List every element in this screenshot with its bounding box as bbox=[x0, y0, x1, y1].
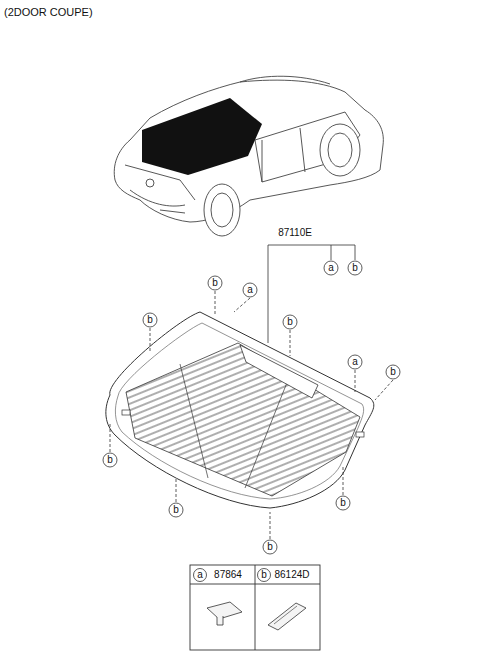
table-letter: b bbox=[261, 570, 267, 580]
table-letter: a bbox=[197, 570, 203, 580]
callout-letter: b bbox=[173, 505, 179, 515]
callout-letter: b bbox=[212, 278, 218, 288]
callout-letter: a bbox=[247, 285, 253, 295]
callout-letter: b bbox=[390, 367, 396, 377]
callout-letter: b bbox=[340, 498, 346, 508]
part-number: 87864 bbox=[214, 570, 242, 580]
callout-letter: b bbox=[107, 455, 113, 465]
callout-letter: b bbox=[287, 317, 293, 327]
callout-letter: b bbox=[147, 315, 153, 325]
callout-letter: a bbox=[352, 357, 358, 367]
part-number: 86124D bbox=[274, 570, 309, 580]
part-number: 87110E bbox=[278, 228, 312, 238]
callout-letter: b bbox=[352, 263, 358, 273]
callout-letter: b bbox=[267, 542, 273, 552]
title: (2DOOR COUPE) bbox=[4, 7, 93, 18]
callout-letter: a bbox=[328, 263, 334, 273]
